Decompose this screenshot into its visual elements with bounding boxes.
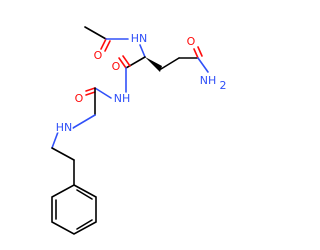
- bond-imide-nitrogen-carbonyl: [94, 87, 112, 99]
- bond-nitrogen-alpha-carbon: [139, 44, 146, 58]
- bond-side-amide-o-double-2: [197, 46, 203, 57]
- bond-acetyl-co-double-2: [104, 40, 111, 52]
- chemical-structure-diagram: O HN O NH 2 O NH O HN: [51, 26, 228, 235]
- bond-alpha-main-carbonyl: [125, 56, 146, 69]
- side-amide-nitrogen-subscript: 2: [220, 79, 227, 92]
- stereo-wedge: [145, 57, 162, 72]
- bond-main-co-double-2: [122, 55, 131, 67]
- amine-nitrogen-label: HN: [56, 121, 73, 134]
- imide-carbonyl-oxygen-label: O: [75, 92, 84, 105]
- acetyl-oxygen-label: O: [94, 49, 103, 62]
- bond-phenethyl-ch2-ch2: [51, 147, 75, 161]
- phenyl-double-bond-1: [76, 189, 93, 200]
- bond-methyl-carbonyl: [84, 26, 107, 40]
- bond-acetyl-co-double-1: [100, 38, 107, 50]
- main-carbonyl-oxygen-label: O: [112, 60, 121, 73]
- bond-glycyl-ch2-amine-nitrogen: [72, 114, 96, 129]
- imide-nitrogen-label: NH: [114, 92, 131, 105]
- phenyl-double-bond-2: [76, 219, 93, 230]
- bond-side-amide-o-double-1: [193, 48, 199, 59]
- acetamide-nitrogen-label: HN: [131, 32, 148, 45]
- bond-amine-nitrogen-ch2: [51, 131, 59, 149]
- bond-side-amide-nitrogen: [197, 57, 209, 73]
- phenyl-ring: [51, 184, 97, 235]
- bond-imide-co-double-2: [85, 91, 96, 96]
- side-amide-nitrogen-label: NH: [200, 74, 217, 87]
- bond-main-co-double-1: [118, 57, 127, 69]
- side-amide-oxygen-label: O: [187, 35, 196, 48]
- bond-alpha-ch2: [160, 57, 180, 70]
- bond-imide-co-double-1: [85, 87, 96, 92]
